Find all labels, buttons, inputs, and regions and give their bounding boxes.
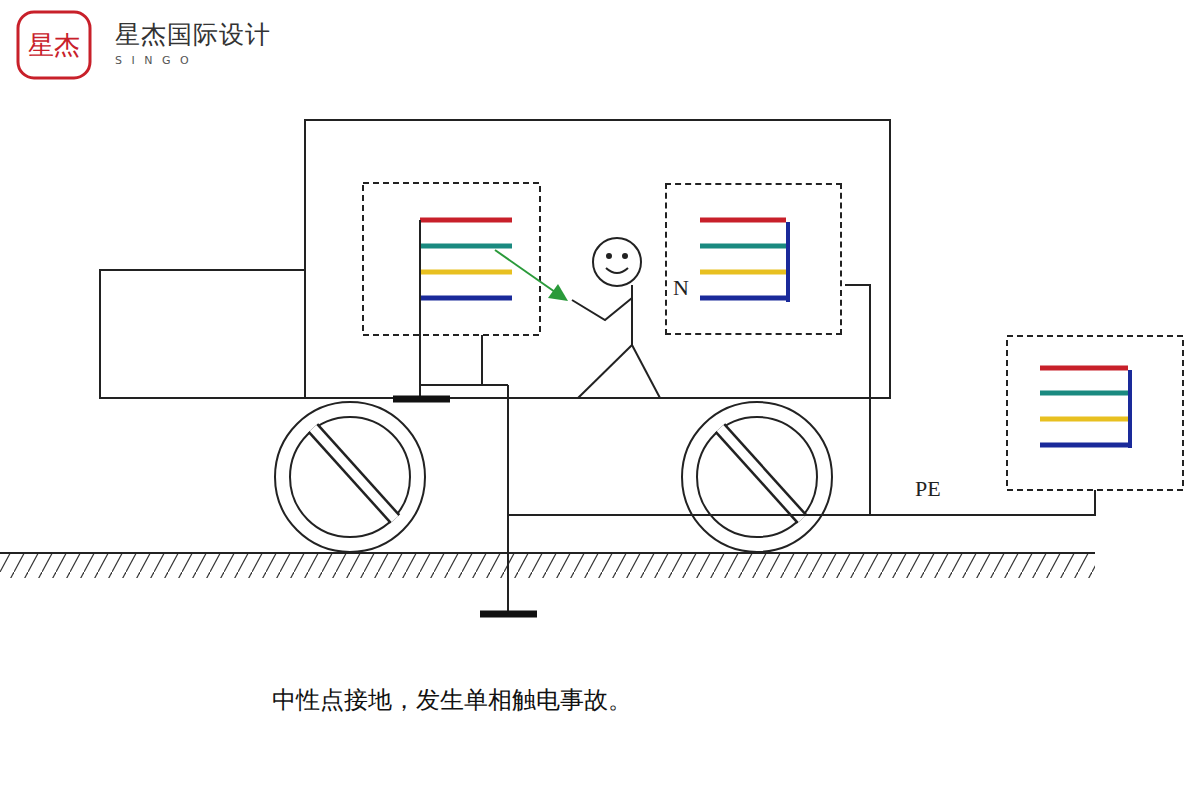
logo-seal-text: 星杰 bbox=[28, 32, 80, 58]
pe-label: PE bbox=[913, 478, 943, 500]
wires bbox=[420, 220, 1095, 612]
wheels bbox=[275, 402, 832, 552]
caption: 中性点接地，发生单相触电事故。 bbox=[272, 688, 632, 712]
chassis-ground bbox=[393, 396, 450, 403]
busbars bbox=[420, 220, 512, 298]
brand-name: 星杰国际设计 bbox=[115, 22, 271, 47]
terminal-label: N bbox=[673, 277, 689, 299]
logo-seal bbox=[18, 12, 90, 78]
earth-electrode bbox=[480, 611, 537, 618]
ground bbox=[0, 553, 1095, 578]
busbars bbox=[1040, 368, 1130, 448]
fault-current-arrow bbox=[495, 250, 568, 301]
brand-latin: S I N G O bbox=[115, 55, 192, 66]
load-panel bbox=[1007, 336, 1183, 490]
person bbox=[572, 238, 660, 398]
generator-panel bbox=[363, 183, 540, 335]
busbars bbox=[700, 220, 788, 302]
truck bbox=[100, 120, 890, 398]
switch-panel: N bbox=[665, 183, 842, 335]
